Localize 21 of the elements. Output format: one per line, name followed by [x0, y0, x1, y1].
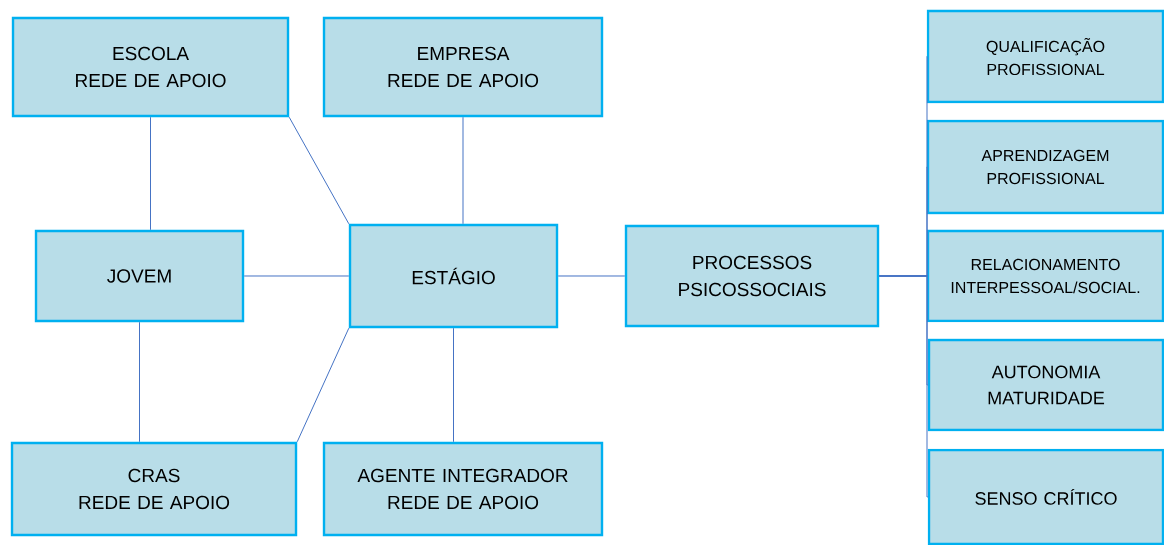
label-box: PROCESSOS PSICOSSOCIAIS [624, 224, 880, 328]
label-box: CRAS REDE DE APOIO [10, 441, 298, 537]
connector-line [243, 275, 350, 277]
connector-line [878, 275, 929, 498]
connector-line [462, 116, 464, 225]
label-box: SENSO CRÍTICO [927, 448, 1164, 545]
connector-line [150, 116, 151, 231]
connector-line [296, 327, 350, 443]
connector-line [139, 321, 140, 443]
label-box: APRENDIZAGEM PROFISSIONAL [926, 119, 1164, 215]
label-box: RELACIONAMENTO INTERPESSOAL/SOCIAL. [926, 229, 1164, 323]
label-box: QUALIFICAÇÃO PROFISSIONAL [926, 9, 1164, 104]
label-box: ESCOLA REDE DE APOIO [11, 16, 290, 118]
connector-line [557, 275, 626, 277]
label-box: EMPRESA REDE DE APOIO [322, 16, 604, 118]
connector-line [288, 116, 350, 225]
label-box: JOVEM [34, 229, 245, 323]
label-box: AGENTE INTEGRADOR REDE DE APOIO [322, 441, 604, 537]
connector-line [453, 327, 454, 443]
label-box: ESTÁGIO [348, 223, 559, 329]
label-box: AUTONOMIA MATURIDADE [927, 338, 1164, 432]
